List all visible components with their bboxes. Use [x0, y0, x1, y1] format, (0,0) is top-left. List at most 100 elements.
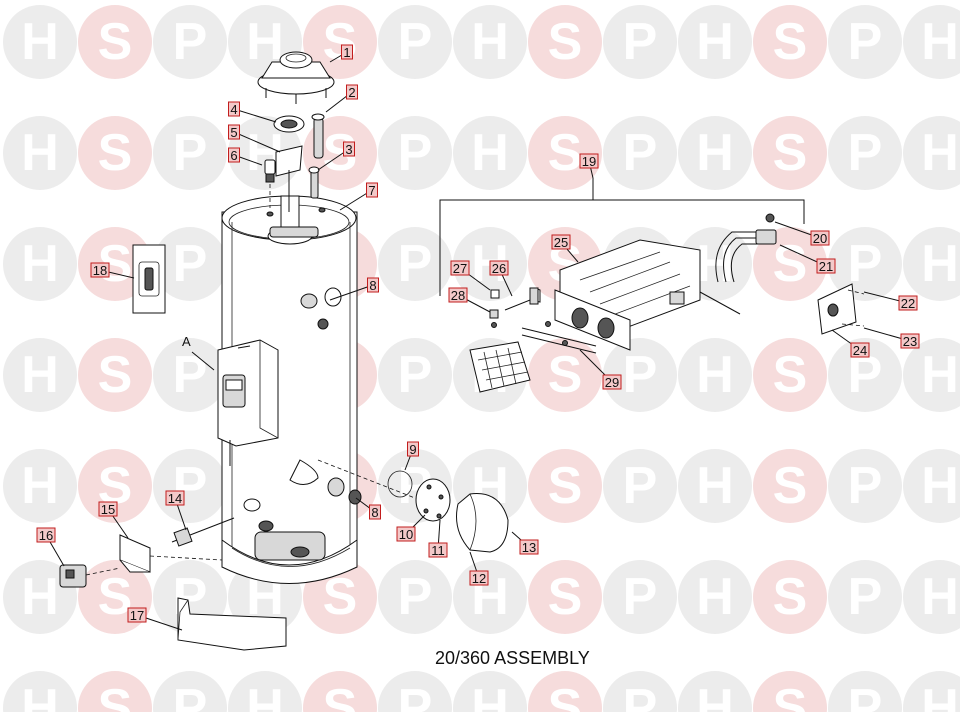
- watermark-circle: [603, 116, 677, 190]
- watermark-letter: S: [98, 568, 133, 626]
- callout-box: [127, 607, 147, 623]
- callout-number: 10: [399, 527, 413, 542]
- callout-number: 7: [368, 183, 375, 198]
- watermark-letter: H: [921, 568, 959, 626]
- watermark-circle: [603, 5, 677, 79]
- watermark-letter: S: [98, 124, 133, 182]
- callout-number: 11: [431, 543, 445, 558]
- callout-number: 2: [348, 85, 355, 100]
- watermark-letter: H: [696, 124, 734, 182]
- watermark-circle: [303, 5, 377, 79]
- callout-box: [489, 260, 509, 276]
- callout-box: [346, 84, 358, 100]
- part-4-collar: [273, 115, 305, 133]
- watermark-circle: [828, 449, 902, 523]
- watermark-circle: [903, 338, 960, 412]
- watermark-letter: S: [548, 346, 583, 404]
- watermark-circle: [3, 560, 77, 634]
- watermark-circle: [678, 671, 752, 712]
- watermark-circle: [153, 5, 227, 79]
- watermark-letter: H: [696, 235, 734, 293]
- callout-box: [448, 287, 468, 303]
- assembly-title: 20/360 ASSEMBLY: [435, 648, 590, 668]
- callout-box: [850, 342, 870, 358]
- watermark-circle: [78, 338, 152, 412]
- callout-number: 22: [901, 296, 915, 311]
- watermark-letter: P: [623, 679, 658, 712]
- burner-assembly: [439, 178, 805, 393]
- callout-number: 5: [230, 125, 237, 140]
- watermark-circle: [78, 116, 152, 190]
- callout-number: 8: [369, 278, 376, 293]
- watermark-letter: H: [921, 13, 959, 71]
- watermark-circle: [753, 560, 827, 634]
- part-14-anode-rod: [171, 517, 235, 547]
- watermark-circle: [603, 671, 677, 712]
- part-5-baffle: [275, 145, 303, 212]
- watermark-letter: S: [773, 457, 808, 515]
- callout-number: 9: [409, 442, 416, 457]
- watermark-letter: H: [921, 346, 959, 404]
- callout-box: [407, 441, 419, 457]
- watermark-circle: [753, 671, 827, 712]
- callout-number: 27: [453, 261, 467, 276]
- callout-number: 12: [472, 571, 486, 586]
- watermark-circle: [903, 560, 960, 634]
- callout-leader: [233, 131, 281, 153]
- watermark-circle: [828, 5, 902, 79]
- callout-box: [36, 527, 56, 543]
- callout-box: [228, 101, 240, 117]
- watermark-letter: H: [21, 679, 59, 712]
- watermark-circle: [903, 227, 960, 301]
- part-15-bracket: [119, 534, 223, 573]
- watermark-circle: [3, 449, 77, 523]
- gas-control-valve: [217, 339, 279, 466]
- callout-number: 8: [371, 505, 378, 520]
- part-18-rating-plate: [132, 244, 166, 314]
- section-a-leader: [191, 351, 215, 371]
- watermark-letter: P: [398, 124, 433, 182]
- watermark-letter: P: [623, 457, 658, 515]
- watermark-circle: [828, 671, 902, 712]
- watermark-circle: [78, 449, 152, 523]
- watermark-letter: H: [21, 235, 59, 293]
- callout-box: [469, 570, 489, 586]
- watermark-letter: S: [323, 679, 358, 712]
- part-1-flue-hood: [257, 51, 335, 104]
- callout-number: 21: [819, 259, 833, 274]
- callout-box: [367, 277, 379, 293]
- watermark-circle: [828, 116, 902, 190]
- watermark-letter: H: [696, 568, 734, 626]
- watermark-letter: S: [773, 568, 808, 626]
- watermark-letter: P: [173, 235, 208, 293]
- watermark-circle: [678, 338, 752, 412]
- watermark-letter: P: [848, 568, 883, 626]
- watermark-circle: [528, 449, 602, 523]
- watermark-letter: P: [173, 346, 208, 404]
- watermark-circle: [153, 116, 227, 190]
- watermark-letter: P: [623, 346, 658, 404]
- callout-box: [519, 539, 539, 555]
- watermark-circle: [903, 449, 960, 523]
- callout-number: 3: [345, 142, 352, 157]
- watermark-letter: S: [98, 679, 133, 712]
- watermark-letter: H: [21, 346, 59, 404]
- callout-leader: [329, 284, 374, 301]
- watermark-circle: [303, 671, 377, 712]
- watermark-circle: [753, 5, 827, 79]
- watermark-letter: H: [921, 124, 959, 182]
- watermark-letter: H: [921, 235, 959, 293]
- watermark-circle: [828, 560, 902, 634]
- watermark-circle: [153, 227, 227, 301]
- watermark-circle: [378, 116, 452, 190]
- callout-number: 25: [554, 235, 568, 250]
- watermark-circle: [528, 338, 602, 412]
- callout-box: [343, 141, 355, 157]
- callout-box: [90, 262, 110, 278]
- watermark-circle: [678, 449, 752, 523]
- watermark-letter: P: [623, 124, 658, 182]
- callout-number: 24: [853, 343, 867, 358]
- callout-box: [900, 333, 920, 349]
- watermark-letter: P: [848, 457, 883, 515]
